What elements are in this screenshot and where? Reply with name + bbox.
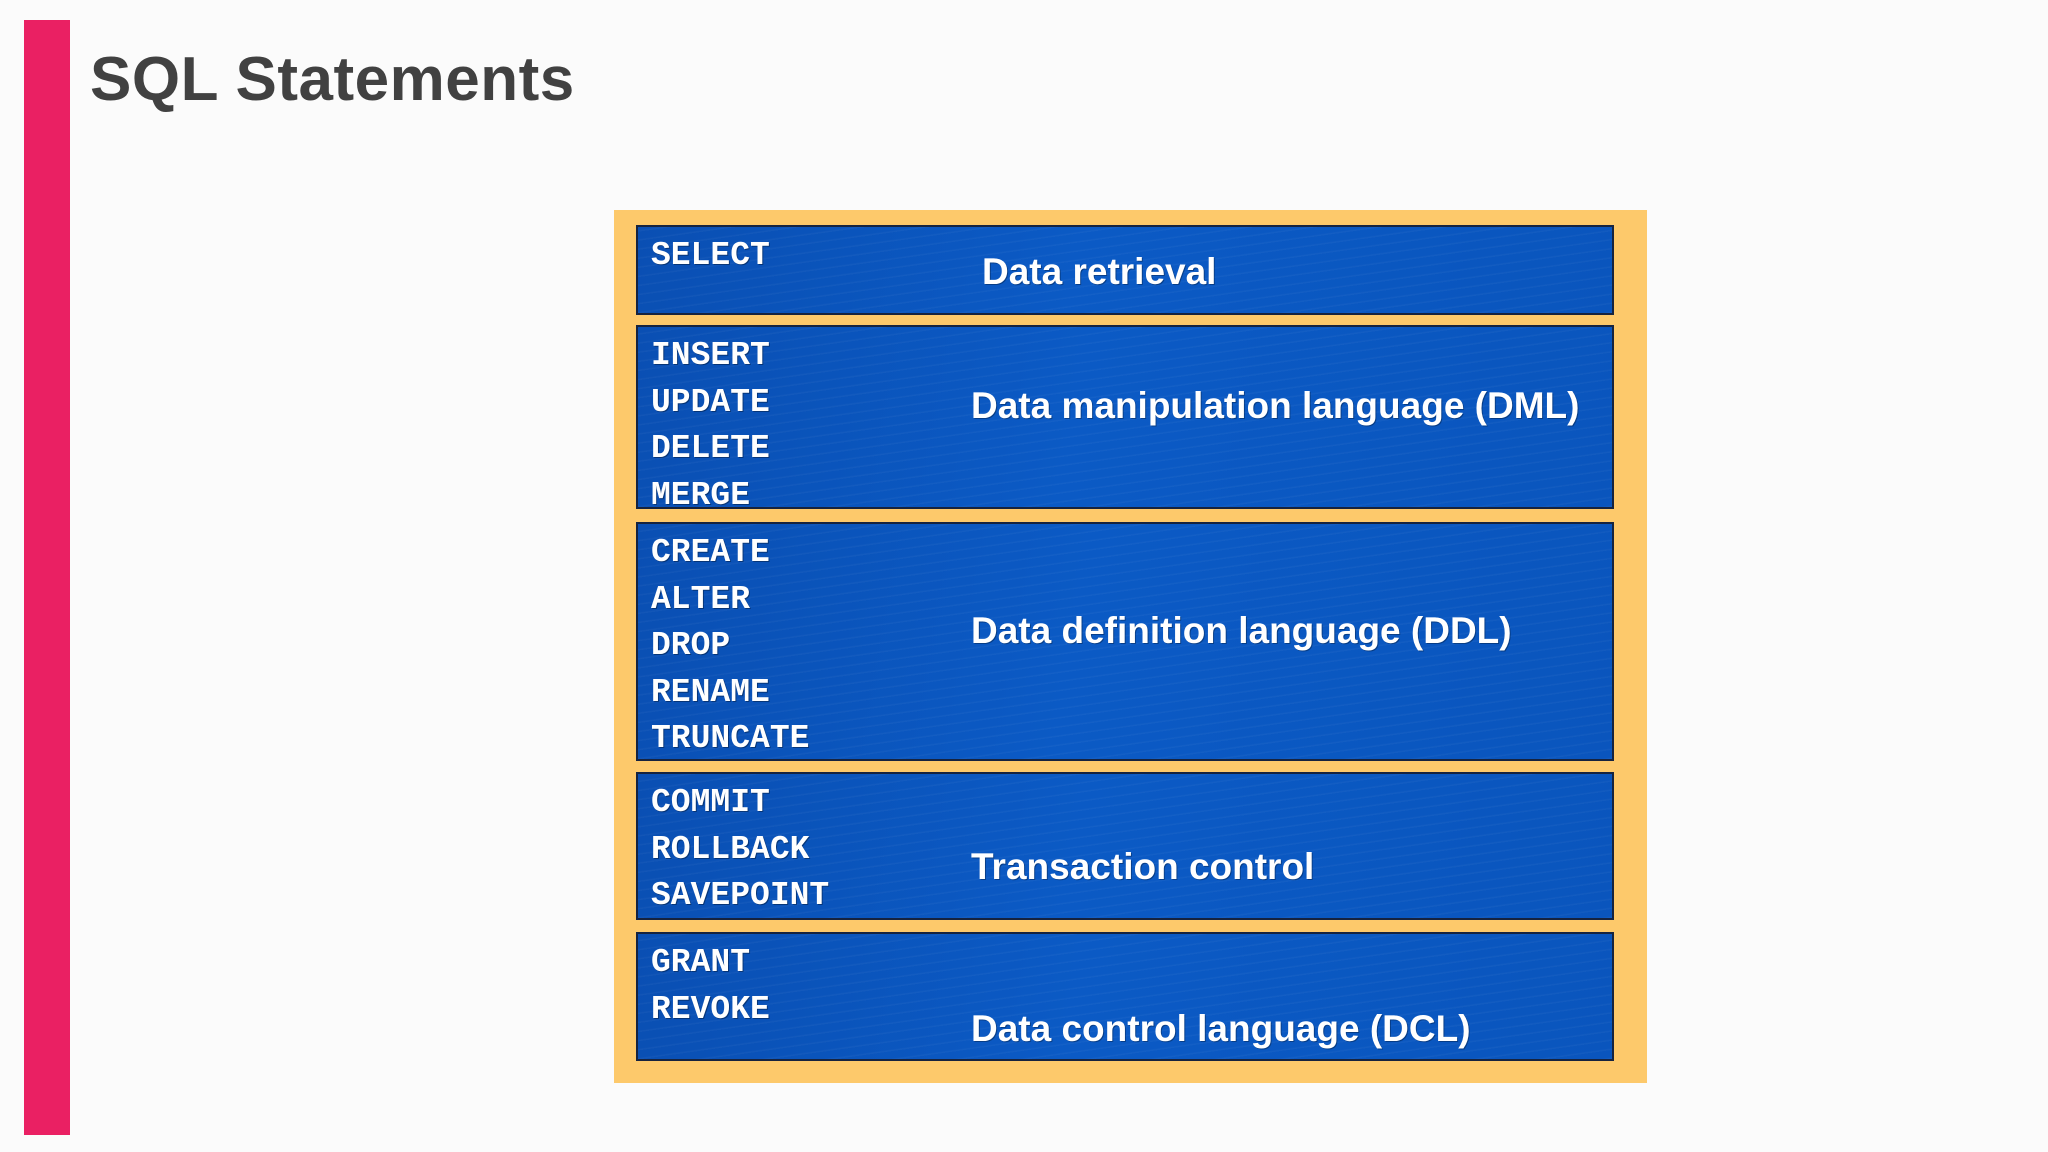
command-grant: GRANT bbox=[651, 944, 751, 981]
accent-bar bbox=[24, 20, 70, 1135]
command-delete: DELETE bbox=[651, 430, 770, 467]
group-description: Data control language (DCL) bbox=[971, 1008, 1471, 1049]
group-transaction-control: COMMIT ROLLBACK SAVEPOINT Transaction co… bbox=[636, 772, 1614, 920]
group-ddl: CREATE ALTER DROP RENAME TRUNCATE Data d… bbox=[636, 522, 1614, 761]
group-description: Data definition language (DDL) bbox=[971, 610, 1512, 651]
command-create: CREATE bbox=[651, 534, 770, 571]
group-data-retrieval: SELECT Data retrieval bbox=[636, 225, 1614, 315]
command-rollback: ROLLBACK bbox=[651, 830, 810, 868]
group-dcl: GRANT REVOKE Data control language (DCL) bbox=[636, 932, 1614, 1061]
command-revoke: REVOKE bbox=[651, 990, 770, 1028]
command-list: SELECT bbox=[651, 233, 770, 280]
command-list: INSERT UPDATE DELETE MERGE bbox=[651, 333, 770, 519]
command-insert: INSERT bbox=[651, 337, 770, 374]
command-savepoint: SAVEPOINT bbox=[651, 877, 830, 914]
command-update: UPDATE bbox=[651, 383, 770, 421]
command-drop: DROP bbox=[651, 627, 731, 664]
group-description: Transaction control bbox=[971, 846, 1315, 887]
command-list: COMMIT ROLLBACK SAVEPOINT bbox=[651, 780, 829, 920]
command-list: GRANT REVOKE bbox=[651, 940, 770, 1033]
group-dml: INSERT UPDATE DELETE MERGE Data manipula… bbox=[636, 325, 1614, 514]
command-select: SELECT bbox=[651, 237, 770, 274]
group-description: Data manipulation language (DML) bbox=[971, 385, 1580, 426]
command-truncate: TRUNCATE bbox=[651, 720, 810, 757]
command-list: CREATE ALTER DROP RENAME TRUNCATE bbox=[651, 530, 809, 763]
command-merge: MERGE bbox=[651, 476, 751, 514]
statements-table: SELECT Data retrieval INSERT UPDATE DELE… bbox=[614, 210, 1647, 1083]
command-rename: RENAME bbox=[651, 673, 770, 711]
command-alter: ALTER bbox=[651, 580, 751, 618]
page-title: SQL Statements bbox=[90, 45, 575, 114]
group-description: Data retrieval bbox=[982, 251, 1217, 292]
command-commit: COMMIT bbox=[651, 784, 770, 821]
